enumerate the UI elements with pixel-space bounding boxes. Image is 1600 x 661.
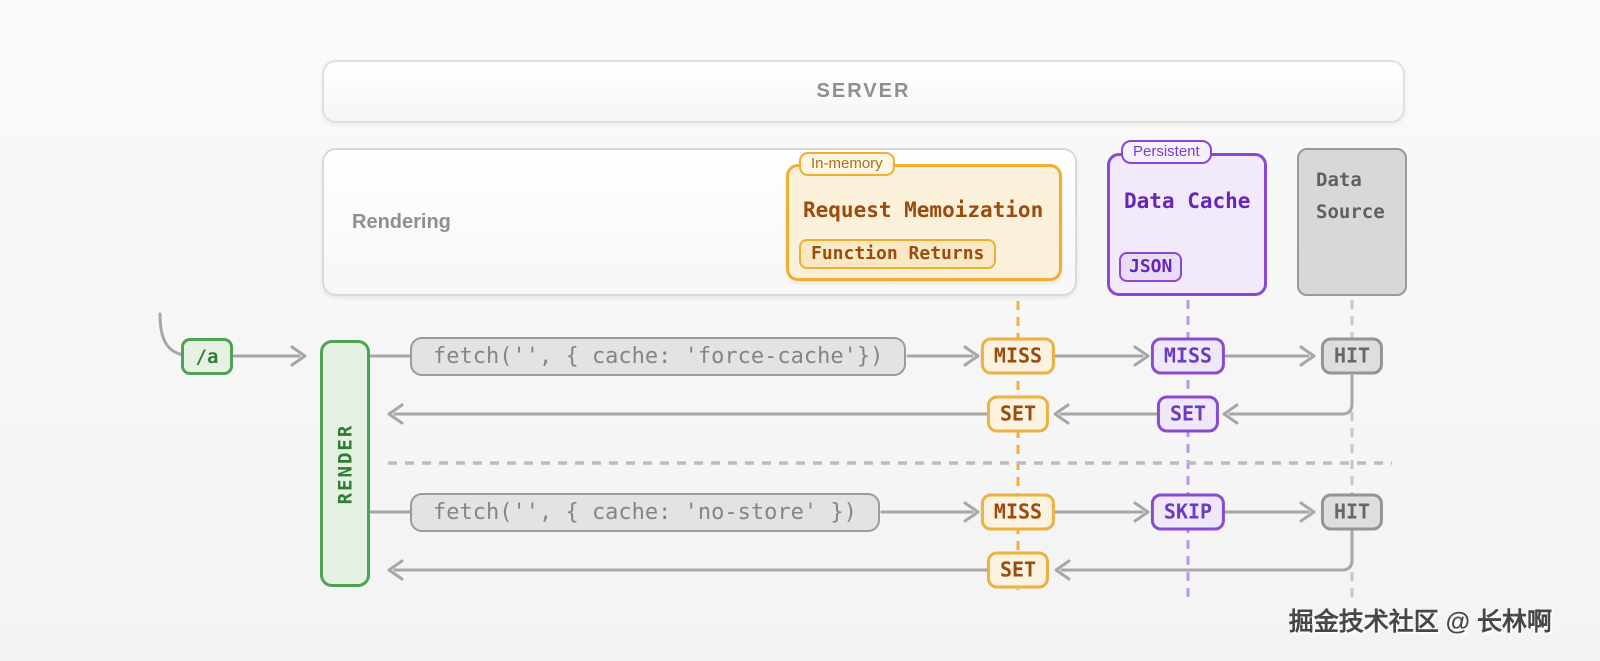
row3-forward-arrows <box>369 501 1316 523</box>
row4-memo-set-badge: SET <box>986 551 1050 589</box>
data-source-box: Data Source <box>1297 148 1407 296</box>
row3-memo-miss-badge: MISS <box>980 493 1056 531</box>
row2-memo-set-badge: SET <box>986 395 1050 433</box>
render-bar-label: RENDER <box>334 423 357 504</box>
request-memoization-title: Request Memoization <box>803 198 1044 222</box>
row1-source-hit-badge: HIT <box>1320 337 1384 375</box>
row2-return-arrows <box>387 374 1354 425</box>
server-container: SERVER <box>322 60 1405 123</box>
row1-forward-arrows <box>369 345 1316 367</box>
server-label: SERVER <box>816 80 911 102</box>
in-memory-tag: In-memory <box>799 152 895 176</box>
rendering-label: Rendering <box>352 210 451 233</box>
fetch-no-store-code: fetch('', { cache: 'no-store' }) <box>433 500 857 525</box>
row2-cache-set-badge: SET <box>1156 395 1220 433</box>
function-returns-badge: Function Returns <box>799 239 997 269</box>
row3-source-hit-badge: HIT <box>1320 493 1384 531</box>
persistent-tag: Persistent <box>1121 140 1212 164</box>
json-badge: JSON <box>1119 252 1183 282</box>
data-source-title-line2: Source <box>1316 201 1385 223</box>
route-a-label: /a <box>195 345 219 368</box>
data-cache-title: Data Cache <box>1124 189 1251 213</box>
watermark-text: 掘金技术社区 @ 长林啊 <box>1288 608 1552 636</box>
row4-return-arrows <box>387 530 1354 581</box>
row1-memo-miss-badge: MISS <box>980 337 1056 375</box>
fetch-force-cache-pill: fetch('', { cache: 'force-cache'}) <box>410 337 907 376</box>
row3-cache-skip-badge: SKIP <box>1150 493 1226 531</box>
route-a-badge: /a <box>181 338 233 375</box>
fetch-no-store-pill: fetch('', { cache: 'no-store' }) <box>410 493 880 532</box>
row1-cache-miss-badge: MISS <box>1150 337 1226 375</box>
data-cache-box: Persistent Data Cache JSON <box>1107 140 1267 296</box>
request-memoization-box: In-memory Request Memoization Function R… <box>786 152 1062 281</box>
fetch-force-cache-code: fetch('', { cache: 'force-cache'}) <box>433 344 884 369</box>
render-bar: RENDER <box>320 340 370 587</box>
data-source-title-line1: Data <box>1316 169 1362 191</box>
